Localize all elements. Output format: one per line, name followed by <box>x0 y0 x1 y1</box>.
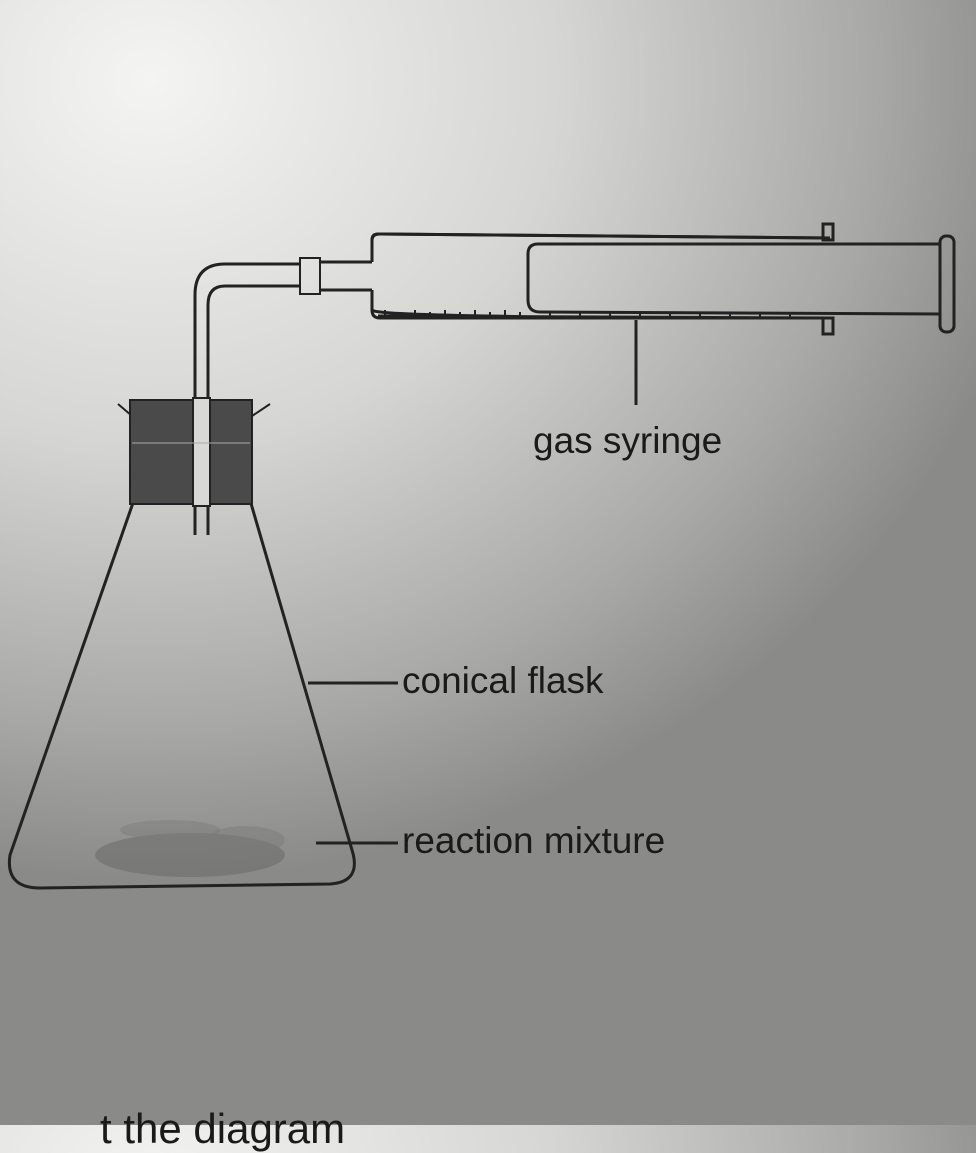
syringe-flange-bottom <box>821 316 835 336</box>
reaction-mixture <box>95 820 285 877</box>
delivery-tube <box>193 262 300 535</box>
apparatus-diagram <box>7 222 956 890</box>
conical-flask-label: conical flask <box>402 660 604 701</box>
syringe-plunger <box>526 242 942 316</box>
plunger-handle <box>938 234 956 334</box>
syringe-barrel <box>370 232 831 320</box>
rubber-bung <box>129 397 253 507</box>
conical-flask <box>7 499 356 890</box>
reaction-mixture-label: reaction mixture <box>402 820 666 861</box>
footer-text: t the diagram <box>100 1105 346 1152</box>
syringe-graduations <box>384 310 791 318</box>
gas-syringe-label: gas syringe <box>533 420 723 461</box>
syringe-flange-top <box>821 222 835 242</box>
